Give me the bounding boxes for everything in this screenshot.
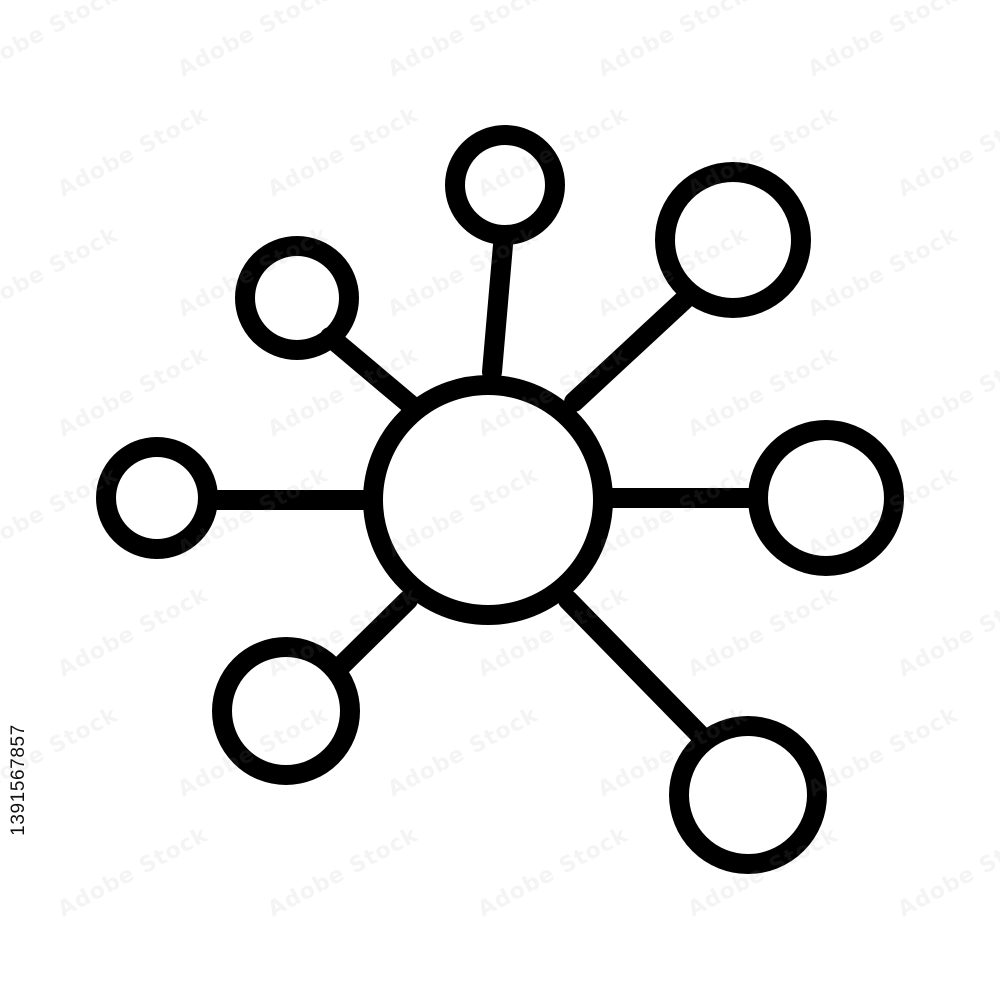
connector-line-bottom-right (558, 590, 711, 746)
node-circle-right (748, 420, 904, 576)
node-circle-left (96, 437, 218, 559)
node-circle-bottom-left (212, 637, 360, 785)
center-node-circle (363, 375, 613, 625)
connector-line-bottom-left (332, 590, 418, 675)
connector-line-top-right (564, 290, 694, 412)
node-circle-bottom-right (669, 716, 827, 874)
node-circle-top-right (655, 162, 811, 318)
node-circle-top (445, 125, 565, 245)
connector-line-top-left (320, 327, 422, 416)
node-circle-top-left (235, 236, 359, 360)
connector-line-top (482, 235, 513, 382)
